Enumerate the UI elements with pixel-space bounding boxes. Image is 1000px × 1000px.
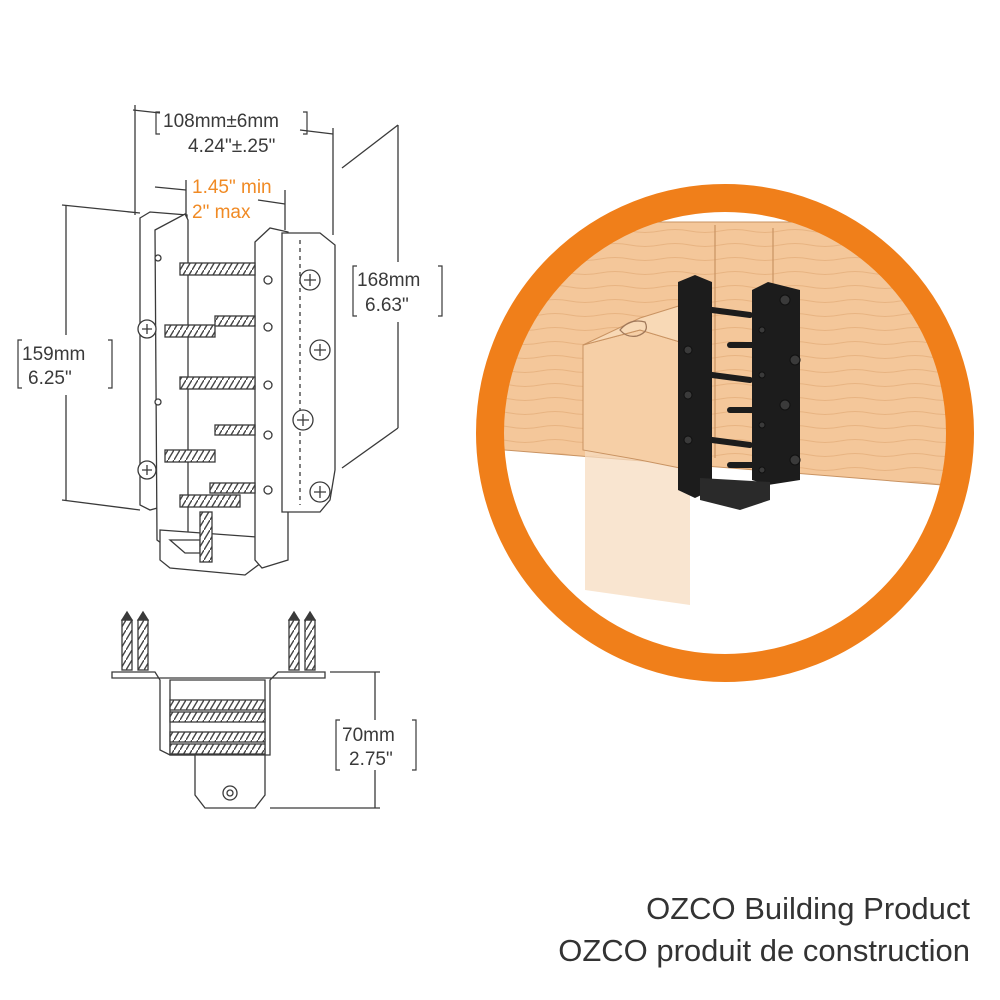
- installed-bracket-illustration: [476, 184, 974, 682]
- opening-min-label: 1.45" min: [192, 177, 272, 198]
- bracket-front-view: [61, 105, 399, 576]
- caption-english: OZCO Building Product: [646, 891, 970, 926]
- depth-in-label: 2.75": [349, 749, 393, 770]
- orange-circle-frame: [476, 184, 974, 682]
- height-right-mm-label: 168mm: [357, 270, 420, 291]
- opening-max-label: 2" max: [192, 202, 251, 223]
- screw-heads: [137, 254, 331, 503]
- height-left-mm-label: 159mm: [22, 344, 85, 365]
- height-left-in-label: 6.25": [28, 368, 72, 389]
- width-mm-label: 108mm±6mm: [163, 111, 279, 132]
- width-in-label: 4.24"±.25": [188, 136, 275, 157]
- caption-french: OZCO produit de construction: [558, 933, 970, 968]
- depth-mm-label: 70mm: [342, 725, 395, 746]
- screw-group-front: [164, 262, 256, 563]
- height-right-in-label: 6.63": [365, 295, 409, 316]
- bracket-side-view: [111, 610, 380, 809]
- dimension-labels: 108mm±6mm 4.24"±.25" 1.45" min 2" max 15…: [22, 111, 420, 770]
